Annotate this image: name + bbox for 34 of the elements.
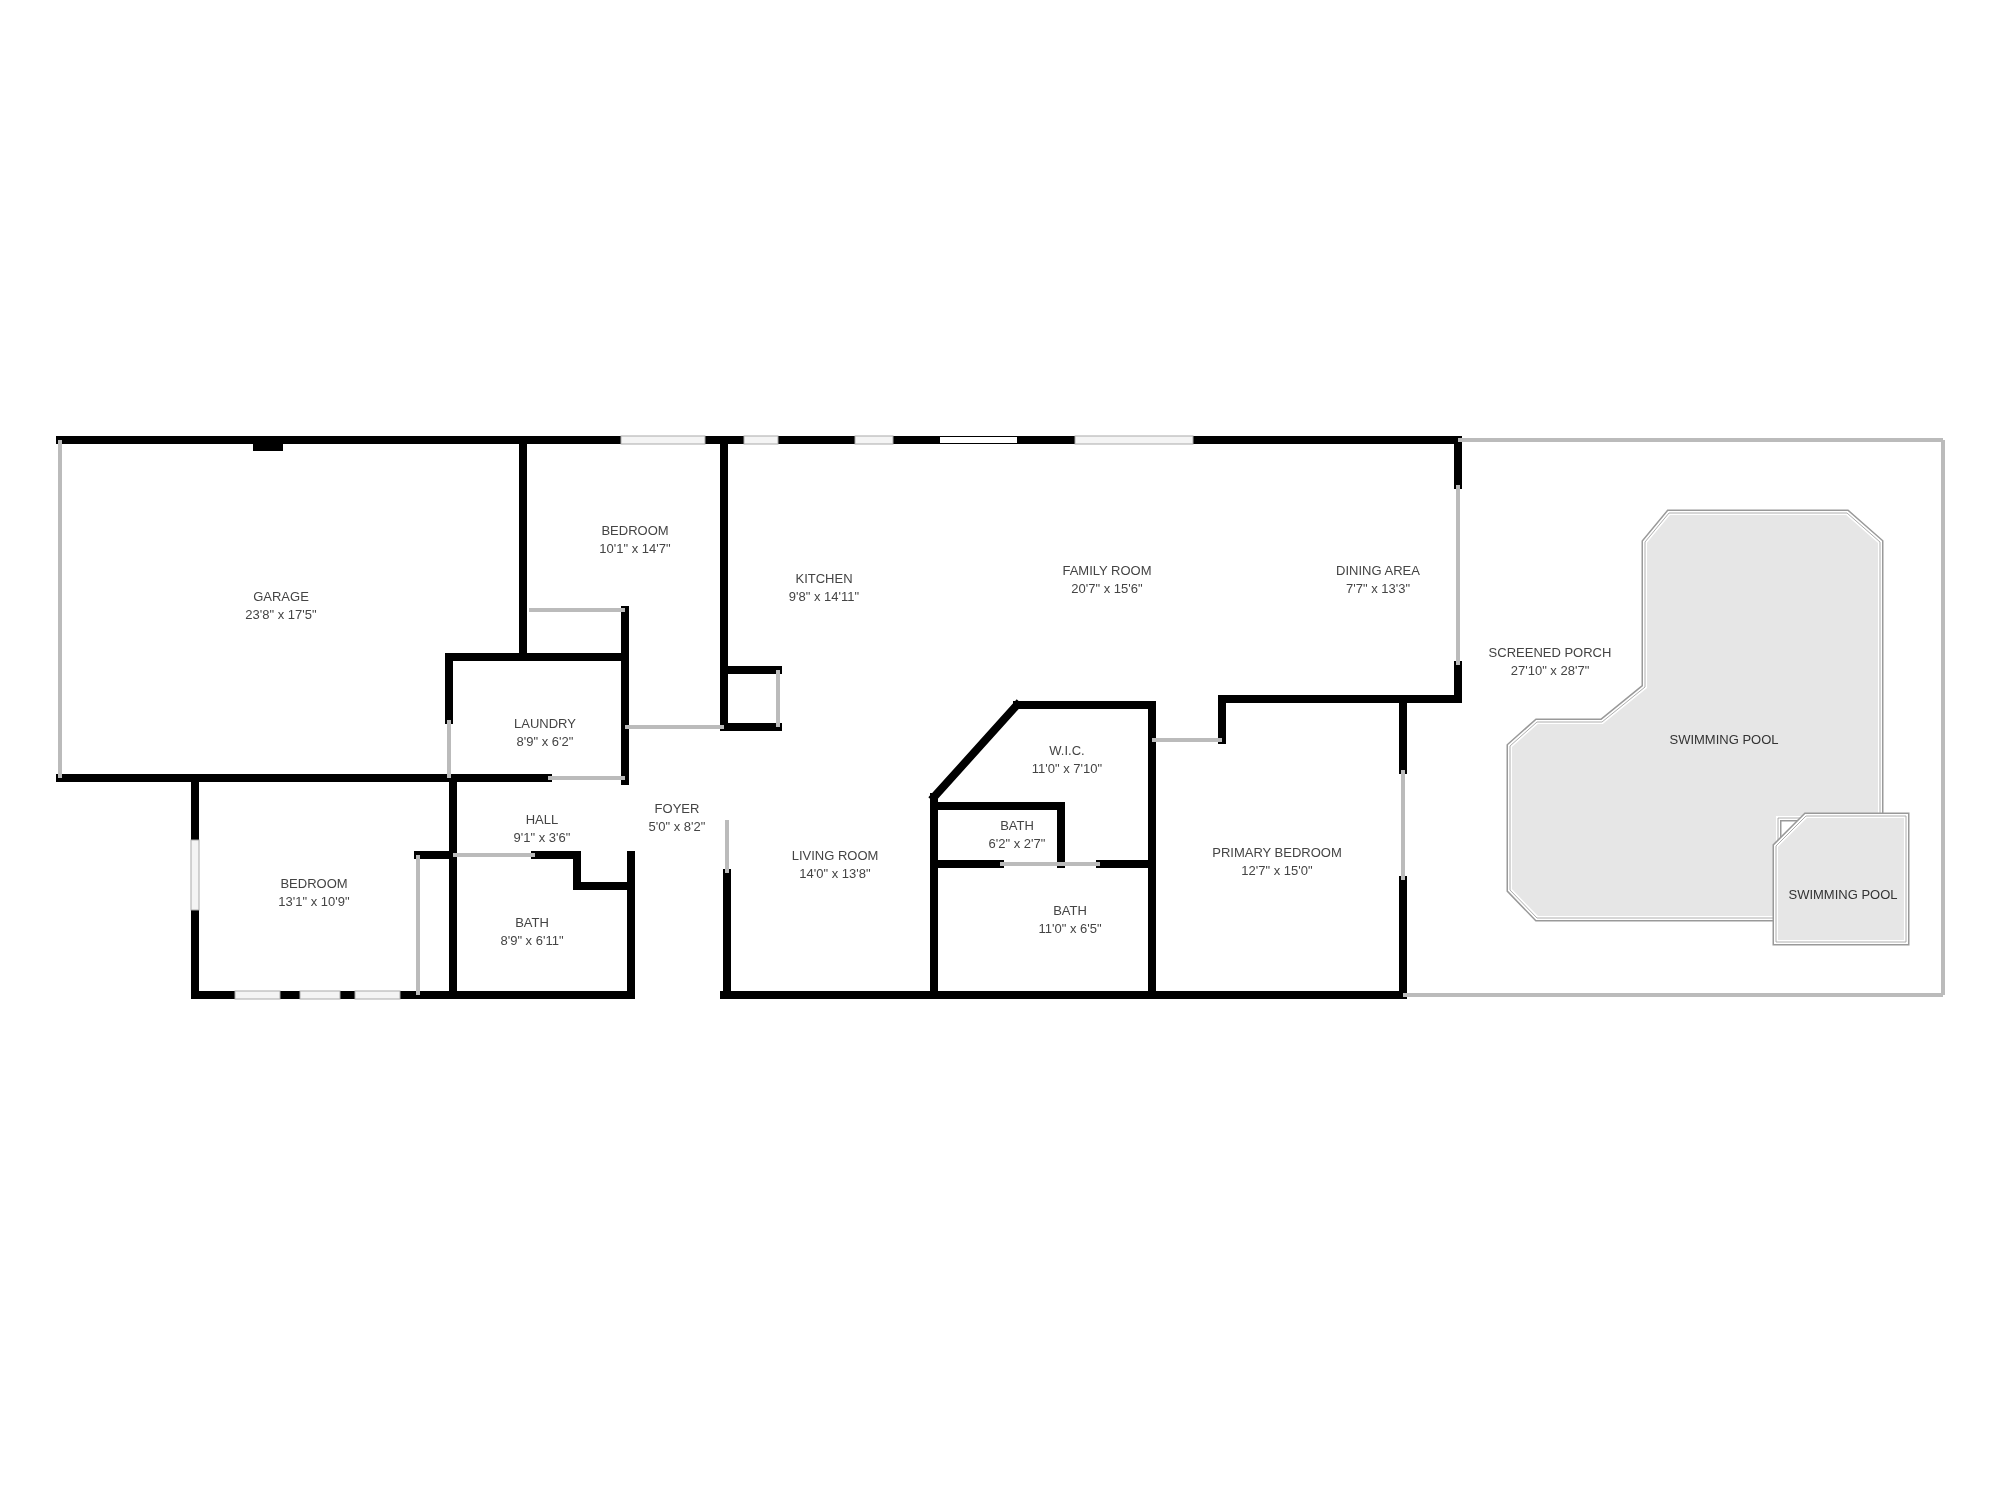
room-name: BATH — [999, 817, 1035, 835]
pool-label: SWIMMING POOL — [1669, 731, 1779, 747]
room-name: FOYER — [653, 800, 701, 818]
room-dimensions: 11'0" x 7'10" — [1031, 760, 1103, 778]
room-name: SCREENED PORCH — [1488, 644, 1612, 662]
room-name: KITCHEN — [794, 570, 854, 588]
room-name: HALL — [524, 811, 560, 829]
room-name: LAUNDRY — [514, 715, 576, 733]
room-dimensions: 11'0" x 6'5" — [1038, 920, 1102, 938]
room-name: FAMILY ROOM — [1062, 562, 1152, 580]
room-dimensions: 20'7" x 15'6" — [1070, 580, 1144, 598]
room-dimensions: 27'10" x 28'7" — [1509, 662, 1591, 680]
room-name: PRIMARY BEDROOM — [1212, 844, 1342, 862]
room-name: W.I.C. — [1048, 742, 1086, 760]
room-name: DINING AREA — [1336, 562, 1420, 580]
room-dimensions: 8'9" x 6'11" — [500, 932, 564, 950]
pool-label: SWIMMING POOL — [1788, 886, 1898, 902]
room-dimensions: 23'8" x 17'5" — [245, 606, 317, 624]
room-name: GARAGE — [252, 588, 310, 606]
room-dimensions: 13'1" x 10'9" — [278, 893, 350, 911]
room-dimensions: 14'0" x 13'8" — [798, 865, 872, 883]
room-name: BEDROOM — [600, 522, 670, 540]
room-dimensions: 9'8" x 14'11" — [788, 588, 860, 606]
room-dimensions: 7'7" x 13'3" — [1344, 580, 1412, 598]
room-name: BATH — [1052, 902, 1088, 920]
room-name: BEDROOM — [279, 875, 349, 893]
room-dimensions: 10'1" x 14'7" — [599, 540, 671, 558]
room-dimensions: 9'1" x 3'6" — [513, 829, 571, 847]
room-dimensions: 5'0" x 8'2" — [648, 818, 706, 836]
room-name: LIVING ROOM — [791, 847, 879, 865]
room-dimensions: 12'7" x 15'0" — [1240, 862, 1314, 880]
room-dimensions: 6'2" x 2'7" — [988, 835, 1046, 853]
room-dimensions: 8'9" x 6'2" — [515, 733, 575, 751]
room-name: BATH — [514, 914, 550, 932]
